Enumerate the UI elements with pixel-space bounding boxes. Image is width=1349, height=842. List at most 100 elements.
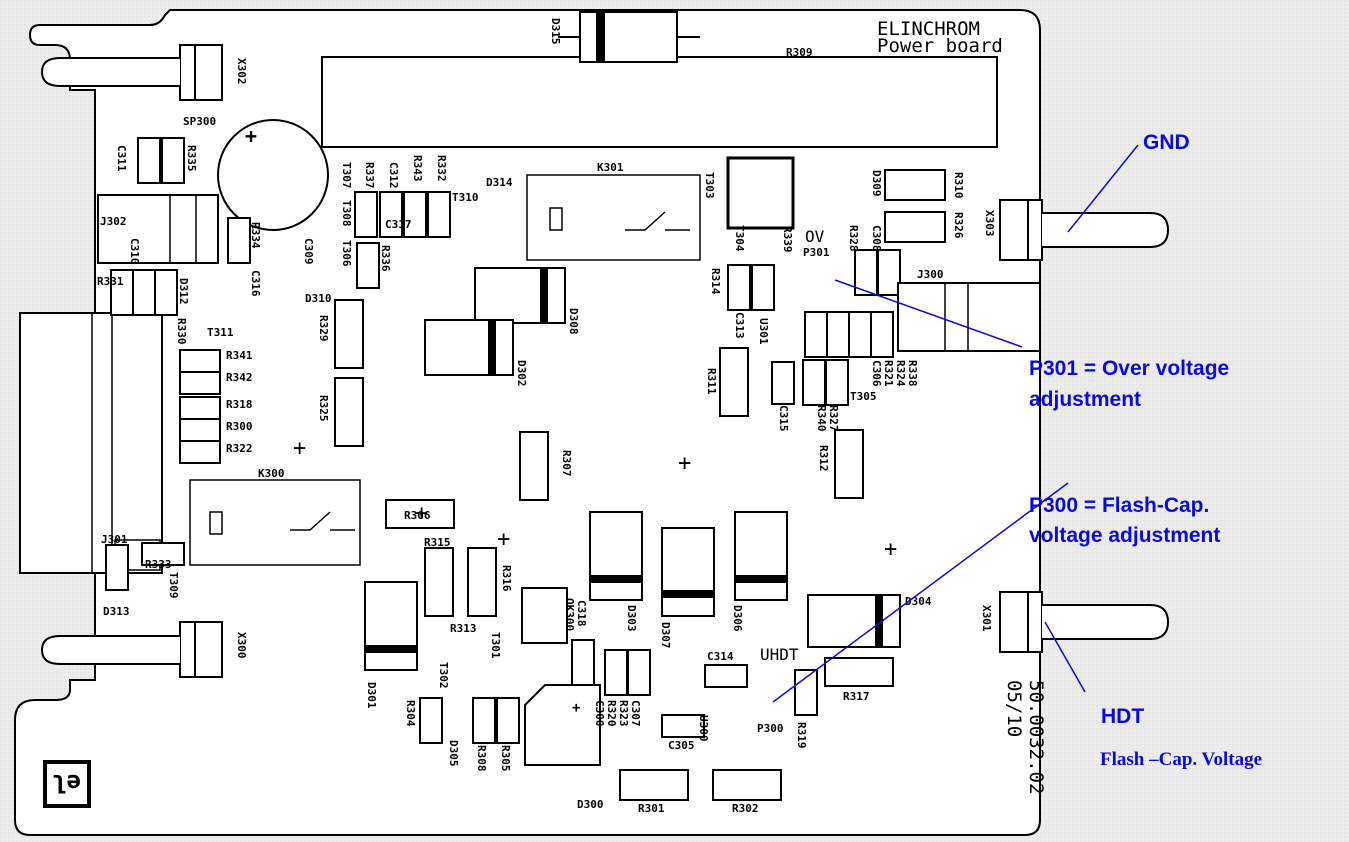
- smd-pads: [105, 137, 901, 744]
- annotation-gnd: GND: [1143, 131, 1190, 154]
- label-R304: R304: [404, 700, 417, 727]
- label-P300: P300: [757, 722, 784, 735]
- label-T311: T311: [207, 326, 234, 339]
- label-R331: R331: [97, 275, 124, 288]
- annotation-p300-line2: voltage adjustment: [1029, 524, 1221, 547]
- label-X303: X303: [983, 210, 996, 237]
- label-C307: C307: [629, 700, 642, 727]
- label-C318: C318: [575, 600, 588, 627]
- label-D306: D306: [731, 605, 744, 632]
- label-U300: U300: [697, 715, 710, 742]
- svg-text:+: +: [678, 451, 691, 476]
- label-R312: R312: [817, 445, 830, 472]
- label-R316: R316: [500, 565, 513, 592]
- label-R307: R307: [560, 450, 573, 477]
- label-R336: R336: [379, 245, 392, 272]
- svg-text:+: +: [497, 527, 510, 552]
- label-R330: R330: [175, 318, 188, 345]
- label-R319: R319: [795, 722, 808, 749]
- label-R306: R306: [404, 509, 431, 522]
- relay-K301: [526, 174, 701, 261]
- resistors: [334, 169, 946, 801]
- label-D314: D314: [486, 176, 513, 189]
- label-C300: C300: [593, 700, 606, 727]
- label-R329: R329: [317, 315, 330, 342]
- label-C313: C313: [733, 312, 746, 339]
- label-P301: P301: [803, 246, 830, 259]
- label-T306: T306: [340, 240, 353, 267]
- label-C310: C310: [128, 238, 141, 265]
- connector-X300: [40, 621, 223, 678]
- label-T303: T303: [703, 172, 716, 199]
- label-R308: R308: [475, 745, 488, 772]
- label-K301: K301: [597, 161, 624, 174]
- label-R342: R342: [226, 371, 253, 384]
- label-C309: C309: [302, 238, 315, 265]
- label-R328: R328: [847, 225, 860, 252]
- ov-label: OV: [805, 227, 825, 246]
- label-R343: R343: [411, 155, 424, 182]
- board-brand: ELINCHROM: [877, 18, 980, 40]
- diode-D315: [579, 11, 678, 63]
- label-R326: R326: [952, 212, 965, 239]
- annotation-p301-line2: adjustment: [1029, 388, 1142, 411]
- label-T304: T304: [733, 225, 746, 252]
- label-R339: R339: [781, 226, 794, 253]
- label-D312: D312: [177, 278, 190, 305]
- board-name: Power board: [877, 35, 1003, 57]
- resistor-R309: [321, 56, 998, 148]
- label-SP300: SP300: [183, 115, 216, 128]
- connector-J300: [897, 282, 1041, 352]
- label-R301: R301: [638, 802, 665, 815]
- transformer-block: [19, 312, 163, 574]
- label-D315: D315: [549, 18, 562, 45]
- annotation-p301-line1: P301 = Over voltage: [1029, 357, 1230, 380]
- connector-X302: [40, 44, 223, 101]
- label-T305: T305: [850, 390, 877, 403]
- label-C317: C317: [385, 218, 412, 231]
- capacitor-C300: [524, 684, 601, 766]
- connector-X301: [999, 591, 1170, 653]
- relay-K300: [189, 479, 361, 566]
- plus-marks: + + + + +: [293, 436, 897, 562]
- label-R310: R310: [952, 172, 965, 199]
- label-T310: T310: [452, 191, 479, 204]
- label-C305: C305: [668, 739, 695, 752]
- date-code: 05/10: [1003, 680, 1025, 737]
- label-D310: D310: [305, 292, 332, 305]
- label-R332: R332: [435, 155, 448, 182]
- label-T308: T308: [340, 200, 353, 227]
- label-K300: K300: [258, 467, 285, 480]
- label-C308: C308: [870, 225, 883, 252]
- svg-text:+: +: [415, 501, 428, 526]
- label-D303: D303: [625, 605, 638, 632]
- label-R317: R317: [843, 690, 870, 703]
- logo-text: el: [52, 769, 81, 797]
- label-D305: D305: [447, 740, 460, 767]
- label-OK300: OK300: [563, 598, 576, 631]
- label-R325: R325: [317, 395, 330, 422]
- annotation-hdt: HDT: [1101, 705, 1145, 728]
- svg-text:+: +: [884, 537, 897, 562]
- label-R324: R324: [894, 360, 907, 387]
- label-T309: T309: [167, 572, 180, 599]
- label-D308: D308: [567, 308, 580, 335]
- logo-box: [43, 760, 91, 808]
- label-R313: R313: [450, 622, 477, 635]
- label-R305: R305: [499, 745, 512, 772]
- label-U301: U301: [757, 318, 770, 345]
- label-R334: R334: [249, 222, 262, 249]
- label-X301: X301: [980, 605, 993, 632]
- label-J301: J301: [101, 533, 128, 546]
- label-D307: D307: [659, 622, 672, 649]
- label-R321: R321: [882, 360, 895, 387]
- svg-text:+: +: [245, 124, 257, 148]
- label-C311: C311: [115, 145, 128, 172]
- label-R327: R327: [827, 405, 840, 432]
- label-R314: R314: [709, 268, 722, 295]
- label-R335: R335: [185, 145, 198, 172]
- label-R322: R322: [226, 442, 253, 455]
- label-X302: X302: [235, 58, 248, 85]
- label-R311: R311: [705, 368, 718, 395]
